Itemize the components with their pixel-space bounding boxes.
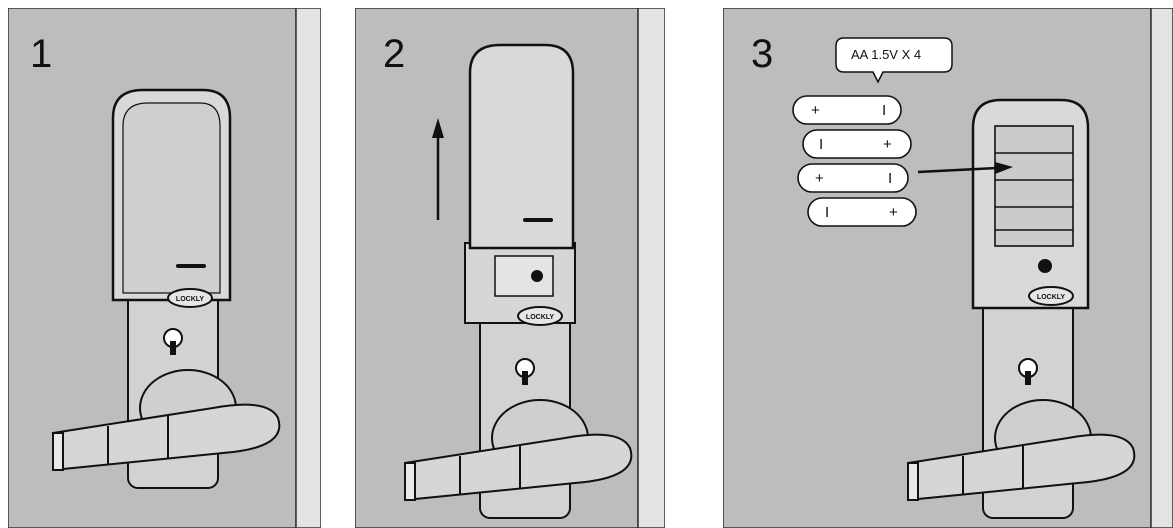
battery-callout-text: AA 1.5V X 4 <box>851 48 921 61</box>
step-panel-1: LOCKLY 1 <box>8 8 321 528</box>
svg-text:I: I <box>825 204 829 221</box>
svg-text:I: I <box>882 102 886 119</box>
svg-text:I: I <box>888 170 892 187</box>
step-number-2: 2 <box>383 34 405 74</box>
door-illustration-3: LOCKLY + I I + + I I + <box>723 8 1173 528</box>
door-illustration-2: LOCKLY <box>355 8 665 528</box>
svg-text:I: I <box>819 136 823 153</box>
svg-text:LOCKLY: LOCKLY <box>1037 294 1065 301</box>
svg-text:+: + <box>889 204 898 221</box>
step-panel-2: LOCKLY 2 <box>355 8 665 528</box>
svg-text:+: + <box>883 136 892 153</box>
svg-text:+: + <box>815 170 824 187</box>
step-panel-3: LOCKLY + I I + + I I + 3 AA 1.5V X 4 <box>723 8 1173 528</box>
svg-text:+: + <box>811 102 820 119</box>
svg-text:LOCKLY: LOCKLY <box>176 296 204 303</box>
svg-text:LOCKLY: LOCKLY <box>526 314 554 321</box>
step-number-3: 3 <box>751 34 773 74</box>
step-number-1: 1 <box>30 34 52 74</box>
door-illustration-1: LOCKLY <box>8 8 321 528</box>
